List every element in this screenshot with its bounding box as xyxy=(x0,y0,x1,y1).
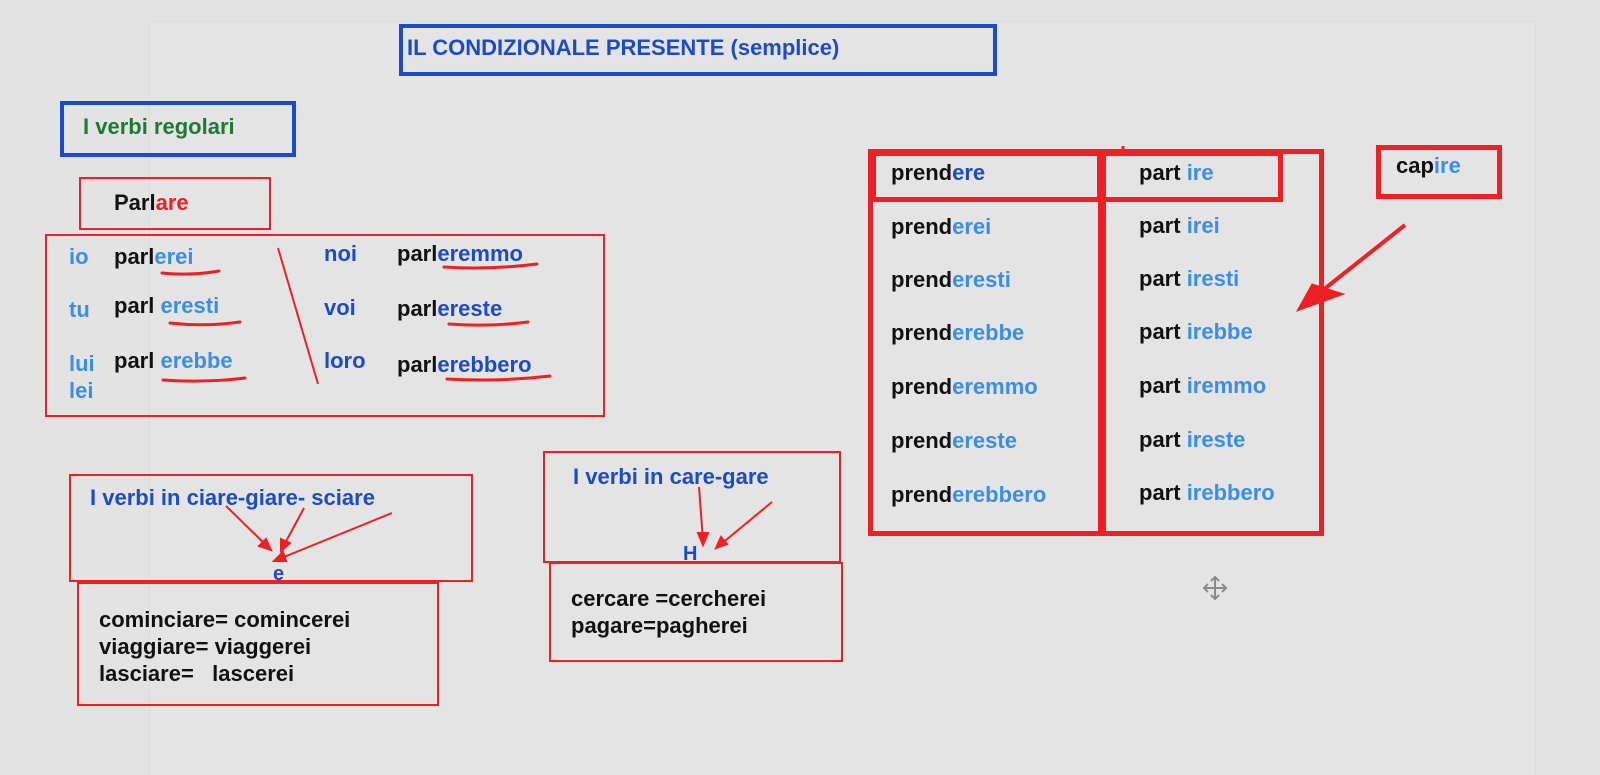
form-ending: irei xyxy=(1186,213,1220,238)
form-ending: eremmo xyxy=(952,374,1038,399)
parlare-stem: Parl xyxy=(114,190,156,215)
partire-form-5: part ireste xyxy=(1139,429,1245,451)
parlare-form-noi: parleremmo xyxy=(397,243,523,265)
partire-form-1: part irei xyxy=(1139,215,1220,237)
form-ending: irebbero xyxy=(1186,480,1275,505)
form-stem: part xyxy=(1139,427,1181,452)
form-stem: part xyxy=(1139,266,1181,291)
parlare-infinitive: Parlare xyxy=(114,192,189,214)
form-ending: erebbe xyxy=(952,320,1025,345)
care-heading: I verbi in care-gare xyxy=(573,464,769,489)
form-ending: eremmo xyxy=(437,241,523,266)
ciare-example-1: cominciare= comincerei xyxy=(99,607,351,632)
form-ending: ireste xyxy=(1186,427,1246,452)
form-ending: erebbero xyxy=(952,482,1047,507)
form-stem: part xyxy=(1139,213,1181,238)
parlare-form-tu: parl eresti xyxy=(114,295,219,317)
prendere-form-2: prenderesti xyxy=(891,269,1011,291)
form-ending: ire xyxy=(1433,153,1461,178)
pronoun-tu: tu xyxy=(69,297,90,322)
partire-form-6: part irebbero xyxy=(1139,482,1275,504)
form-stem: parl xyxy=(114,293,161,318)
form-stem: parl xyxy=(114,348,161,373)
form-stem: parl xyxy=(397,352,438,377)
form-stem: part xyxy=(1139,319,1181,344)
ciare-marker: e xyxy=(273,563,285,585)
form-ending: erei xyxy=(154,244,194,269)
page-title: IL CONDIZIONALE PRESENTE (semplice) xyxy=(407,35,840,60)
ciare-example-3: lasciare= lascerei xyxy=(99,661,295,686)
ciare-heading-box xyxy=(69,474,473,582)
form-ending: eresti xyxy=(952,267,1011,292)
pronoun-io: io xyxy=(69,244,89,269)
care-examples-box xyxy=(549,562,843,662)
form-stem: prend xyxy=(891,214,953,239)
parlare-box xyxy=(79,177,271,230)
form-stem: part xyxy=(1139,160,1181,185)
prendere-form-4: prenderemmo xyxy=(891,376,1038,398)
pronoun-loro: loro xyxy=(324,348,366,373)
parlare-ending: are xyxy=(155,190,189,215)
form-ending: erebbe xyxy=(160,348,233,373)
prendere-form-6: prenderebbero xyxy=(891,484,1046,506)
prendere-form-3: prenderebbe xyxy=(891,322,1024,344)
prendere-form-1: prenderei xyxy=(891,216,991,238)
parlare-form-voi: parlereste xyxy=(397,298,502,320)
pronoun-lei: lei xyxy=(69,378,94,403)
form-stem: prend xyxy=(891,482,953,507)
form-ending: ereste xyxy=(437,296,503,321)
parlare-form-lui: parl erebbe xyxy=(114,350,233,372)
form-stem: prend xyxy=(891,320,953,345)
form-ending: eresti xyxy=(160,293,220,318)
form-stem: prend xyxy=(891,374,953,399)
parlare-conjugation-box xyxy=(45,234,605,417)
prendere-infinitive: prendere xyxy=(891,162,985,184)
form-ending: ire xyxy=(1186,160,1214,185)
form-stem: part xyxy=(1139,373,1181,398)
form-stem: prend xyxy=(891,428,953,453)
capire-box xyxy=(1376,145,1502,199)
pronoun-noi: noi xyxy=(324,241,357,266)
capire-infinitive: capire xyxy=(1396,155,1461,177)
ciare-examples-box xyxy=(77,582,439,706)
parlare-form-loro: parlerebbero xyxy=(397,354,532,376)
partire-infinitive: part ire xyxy=(1139,162,1214,184)
form-stem: part xyxy=(1139,480,1181,505)
form-ending: ere xyxy=(952,160,986,185)
form-stem: cap xyxy=(1396,153,1434,178)
partire-form-3: part irebbe xyxy=(1139,321,1253,343)
pronoun-voi: voi xyxy=(324,295,356,320)
ciare-heading: I verbi in ciare-giare- sciare xyxy=(90,485,375,510)
ciare-example-2: viaggiare= viaggerei xyxy=(99,634,312,659)
form-ending: erebbero xyxy=(437,352,532,377)
form-stem: prend xyxy=(891,160,953,185)
prendere-form-5: prendereste xyxy=(891,430,1017,452)
form-ending: iresti xyxy=(1186,266,1240,291)
pronoun-lui: lui xyxy=(69,351,95,376)
form-ending: iremmo xyxy=(1186,373,1267,398)
form-ending: irebbe xyxy=(1186,319,1253,344)
form-stem: parl xyxy=(397,296,438,321)
regular-heading-box xyxy=(60,101,296,157)
care-example-2: pagare=pagherei xyxy=(571,613,748,638)
prendere-infinitive-box xyxy=(871,151,1102,202)
partire-form-2: part iresti xyxy=(1139,268,1239,290)
form-ending: erei xyxy=(952,214,992,239)
form-ending: ereste xyxy=(952,428,1017,453)
title-box xyxy=(399,24,997,76)
parlare-form-io: parlerei xyxy=(114,246,194,268)
form-stem: parl xyxy=(114,244,155,269)
care-example-1: cercare =cercherei xyxy=(571,586,767,611)
partire-infinitive-box xyxy=(1101,151,1283,202)
regular-heading: I verbi regolari xyxy=(83,114,235,139)
form-stem: parl xyxy=(397,241,438,266)
care-marker: H xyxy=(683,543,698,565)
form-stem: prend xyxy=(891,267,953,292)
partire-form-4: part iremmo xyxy=(1139,375,1266,397)
